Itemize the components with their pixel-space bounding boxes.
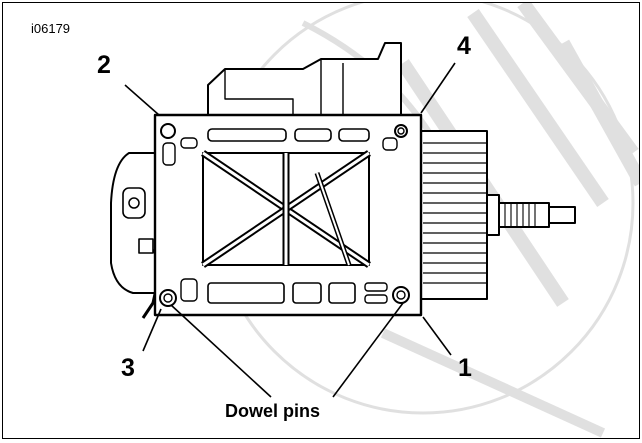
transmission-illustration xyxy=(110,3,639,438)
leader-lines xyxy=(124,62,456,398)
input-shaft xyxy=(498,202,550,228)
side-cover xyxy=(110,152,156,294)
top-housing xyxy=(207,42,402,116)
housing-fins xyxy=(423,142,487,284)
callout-1: 1 xyxy=(458,354,472,382)
dowel-pins-caption: Dowel pins xyxy=(225,401,321,421)
callout-3: 3 xyxy=(121,354,135,382)
clutch-housing xyxy=(420,130,488,300)
bolt-hole-2 xyxy=(160,123,176,139)
figure-id: i06179 xyxy=(31,21,71,36)
callout-2: 2 xyxy=(97,51,111,79)
callout-4: 4 xyxy=(457,32,471,60)
